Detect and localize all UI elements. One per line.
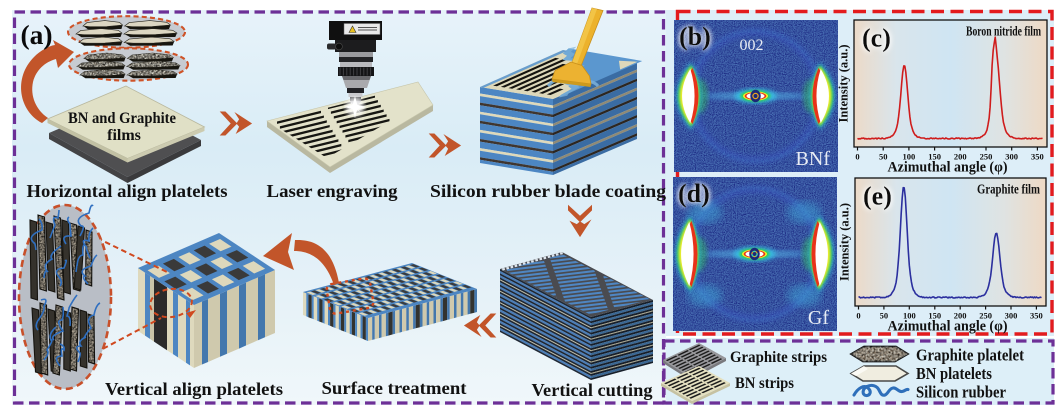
svg-text:250: 250 bbox=[979, 311, 992, 321]
svg-text:Vertical cutting: Vertical cutting bbox=[532, 380, 653, 400]
svg-text:Boron nitride film: Boron nitride film bbox=[966, 24, 1042, 39]
svg-text:350: 350 bbox=[1031, 152, 1044, 162]
svg-text:BNf: BNf bbox=[796, 148, 831, 170]
svg-text:Surface treatment: Surface treatment bbox=[322, 378, 467, 398]
svg-text:BN and Graphite: BN and Graphite bbox=[68, 110, 176, 127]
svg-text:Azimuthal angle (φ): Azimuthal angle (φ) bbox=[888, 160, 1008, 176]
svg-text:002: 002 bbox=[740, 37, 764, 54]
svg-text:350: 350 bbox=[1030, 311, 1043, 321]
svg-text:Graphite platelet: Graphite platelet bbox=[916, 346, 1024, 365]
svg-text:50: 50 bbox=[880, 311, 889, 321]
svg-text:Silicon rubber: Silicon rubber bbox=[916, 383, 1006, 402]
svg-text:(d): (d) bbox=[678, 179, 710, 208]
svg-text:300: 300 bbox=[1005, 152, 1018, 162]
svg-text:BN platelets: BN platelets bbox=[916, 364, 993, 383]
svg-text:Graphite film: Graphite film bbox=[977, 182, 1041, 197]
svg-text:Horizontal align platelets: Horizontal align platelets bbox=[27, 181, 228, 201]
svg-text:50: 50 bbox=[879, 152, 888, 162]
svg-text:150: 150 bbox=[928, 152, 941, 162]
svg-text:(e): (e) bbox=[863, 182, 892, 211]
svg-text:150: 150 bbox=[928, 311, 941, 321]
svg-text:Silicon rubber blade coating: Silicon rubber blade coating bbox=[430, 181, 666, 201]
svg-text:0: 0 bbox=[855, 152, 859, 162]
svg-text:Laser engraving: Laser engraving bbox=[267, 181, 398, 201]
svg-text:100: 100 bbox=[903, 311, 916, 321]
svg-text:200: 200 bbox=[954, 311, 967, 321]
svg-text:(c): (c) bbox=[862, 24, 891, 53]
svg-text:250: 250 bbox=[980, 152, 993, 162]
svg-text:Vertical align platelets: Vertical align platelets bbox=[105, 379, 283, 399]
svg-text:(a): (a) bbox=[21, 19, 53, 50]
svg-text:(b): (b) bbox=[679, 22, 711, 51]
svg-text:Gf: Gf bbox=[808, 307, 829, 329]
svg-text:200: 200 bbox=[954, 152, 967, 162]
svg-text:100: 100 bbox=[903, 152, 916, 162]
svg-text:films: films bbox=[107, 127, 141, 144]
svg-text:0: 0 bbox=[856, 311, 860, 321]
svg-text:Azimuthal angle (φ): Azimuthal angle (φ) bbox=[888, 319, 1008, 335]
svg-text:Intensity (a.u.): Intensity (a.u.) bbox=[838, 203, 852, 281]
svg-text:BN strips: BN strips bbox=[735, 375, 794, 392]
svg-text:Intensity (a.u.): Intensity (a.u.) bbox=[837, 45, 851, 123]
svg-text:300: 300 bbox=[1005, 311, 1018, 321]
svg-text:Graphite strips: Graphite strips bbox=[730, 349, 827, 366]
